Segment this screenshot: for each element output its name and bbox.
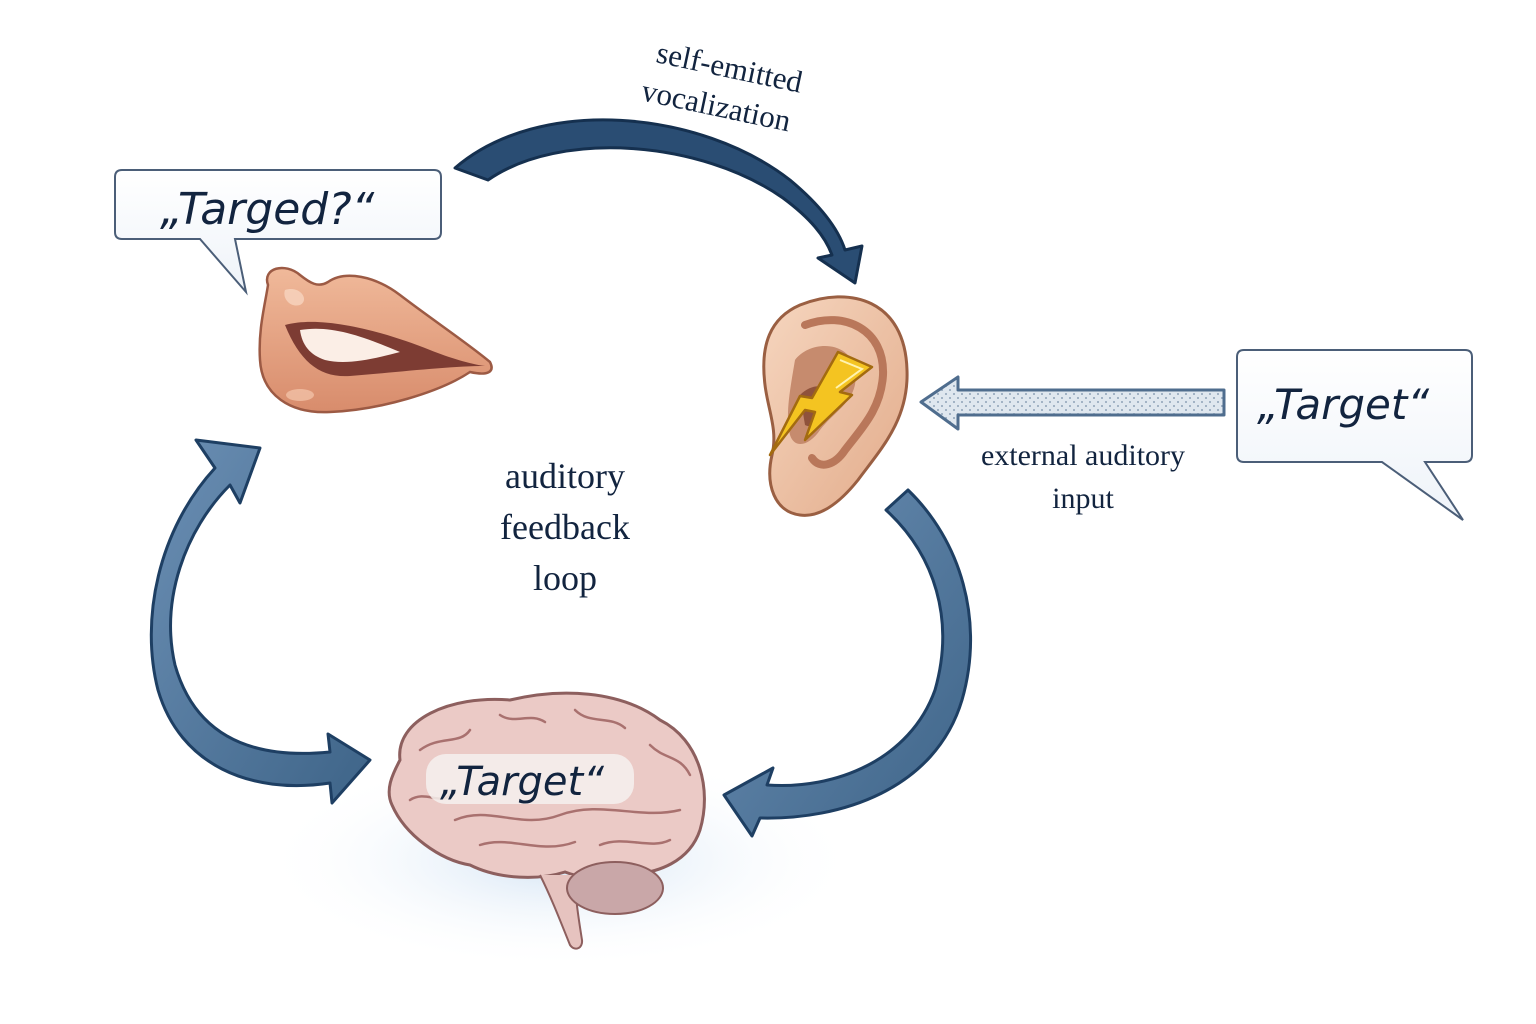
arrow-brain-mouth-bidirectional [149, 438, 372, 805]
arrow-self-emitted-vocalization [453, 118, 864, 285]
center-label-line-3: loop [533, 558, 597, 598]
label-line-1: external auditory [981, 439, 1185, 472]
speech-bubble-mouth: „Targed?“ [114, 169, 442, 296]
speech-bubble-text: „Target“ [1257, 380, 1429, 429]
brain-icon: „Target“ [387, 691, 706, 950]
brain-memory-label: „Target“ [440, 759, 604, 805]
arrow-external-auditory-input [919, 375, 1226, 431]
center-label: auditory feedback loop [500, 456, 630, 598]
lightning-bolt-icon [768, 350, 874, 457]
label-self-emitted-vocalization: self-emitted vocalization [639, 35, 807, 139]
label-line-2: input [1052, 482, 1114, 515]
speech-bubble-external: „Target“ [1236, 349, 1473, 521]
arrow-ear-to-brain [722, 488, 973, 838]
brain-memory-box [426, 754, 634, 804]
label-external-auditory-input: external auditory input [981, 439, 1185, 515]
center-label-line-1: auditory [505, 456, 625, 496]
speech-bubble-text: „Targed?“ [160, 184, 375, 235]
center-label-line-2: feedback [500, 507, 630, 547]
mouth-icon [258, 266, 493, 414]
